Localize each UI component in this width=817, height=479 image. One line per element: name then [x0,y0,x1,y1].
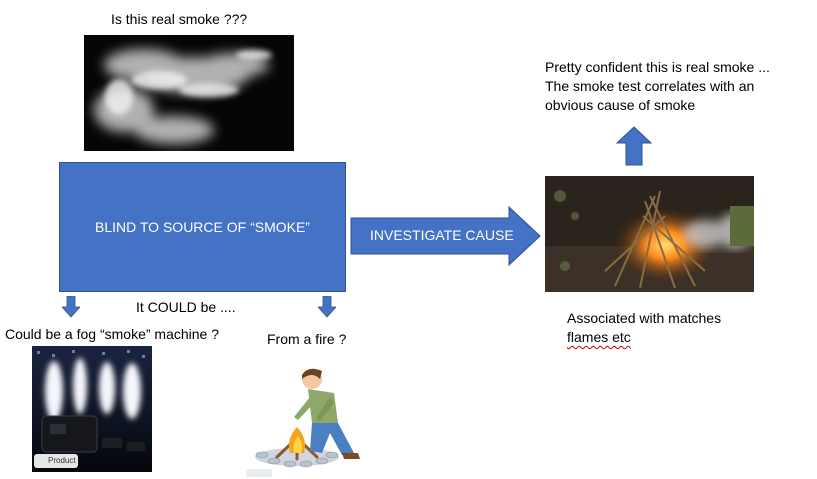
investigate-cause-arrow [350,206,541,266]
down-arrow-fire [318,296,336,318]
confident-line-2: The smoke test correlates with an [545,78,755,94]
fog-machine-question: Could be a fog “smoke” machine ? [5,326,219,342]
associated-text-block: Associated with matches flames etc [567,309,721,347]
smoke-question-label: Is this real smoke ??? [111,11,248,27]
fire-question: From a fire ? [267,331,347,347]
campfire-image [545,176,754,292]
investigate-cause-label: INVESTIGATE CAUSE [370,227,514,243]
down-arrow-fog [62,296,80,318]
smoke-image [84,35,294,151]
up-arrow [616,126,652,166]
blind-to-source-box: BLIND TO SOURCE OF “SMOKE” [59,162,346,292]
associated-line-1: Associated with matches [567,310,722,326]
fog-machine-image: Product [32,346,152,472]
fire-illustration [242,357,370,479]
product-badge: Product [48,456,76,465]
could-be-label: It COULD be .... [136,299,236,315]
confident-line-3: obvious cause of smoke [545,97,696,113]
blind-to-source-label: BLIND TO SOURCE OF “SMOKE” [95,219,310,235]
confident-line-1: Pretty confident this is real smoke ... [545,59,770,75]
associated-line-2: flames etc [567,329,631,345]
confident-text-block: Pretty confident this is real smoke ... … [545,58,770,115]
